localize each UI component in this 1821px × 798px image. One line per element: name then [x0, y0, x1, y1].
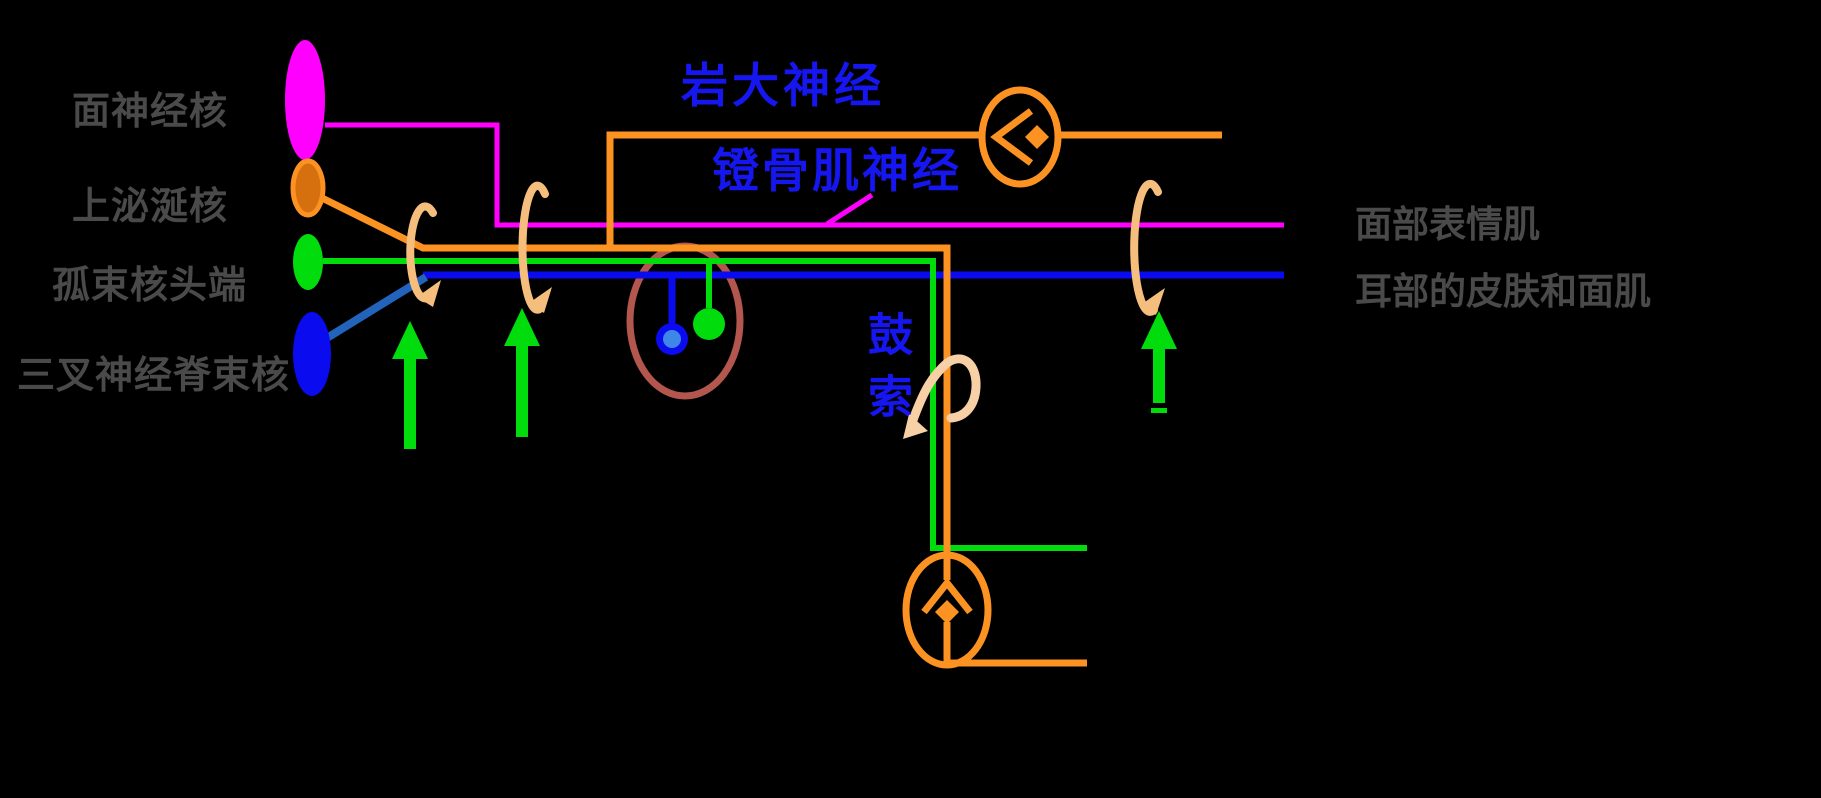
- ganglion-circle-icon: [902, 551, 992, 669]
- submandibular-ganglion-symbol: [902, 551, 992, 669]
- loop-arrow-icon-3: [1130, 179, 1162, 316]
- label-stapedius-nerve: 镫骨肌神经: [712, 144, 962, 199]
- synapse-chevron-icon: [990, 108, 1034, 166]
- synapse-chevron-icon: [921, 577, 973, 615]
- loop-arrowhead-2: [529, 287, 552, 313]
- synapse-diamond-icon: [1025, 125, 1049, 149]
- loop-arrowhead-1: [417, 280, 441, 307]
- loop-arrow-icon-1: [406, 202, 437, 303]
- label-facial-expression-muscles: 面部表情肌: [1355, 203, 1540, 246]
- taste-fiber-line: [323, 258, 1087, 551]
- stapedius-pointer-line: [825, 192, 874, 227]
- loop-arrow-icon-2: [518, 181, 549, 314]
- chorda-loop-arrowhead: [903, 414, 928, 439]
- up-arrow-icon-2: [504, 308, 540, 437]
- label-facial-nucleus: 面神经核: [72, 89, 229, 133]
- loop-arrowhead-3: [1142, 288, 1165, 315]
- greater-petrosal-fiber-line: [606, 131, 981, 248]
- chorda-loop-arrow-icon: [908, 354, 981, 425]
- facial-motor-fiber-line: [325, 122, 1284, 228]
- label-spinal-trigeminal-nucleus: 三叉神经脊束核: [17, 353, 291, 397]
- trigeminal-diagonal-fiber-line: [324, 273, 429, 342]
- ganglion-circle-icon: [978, 86, 1062, 188]
- synapse-diamond-icon: [935, 600, 959, 624]
- label-ear-skin-facial-muscles: 耳部的皮肤和面肌: [1355, 270, 1651, 313]
- solitary-nucleus-shape: [293, 234, 323, 290]
- green-terminal-dot: [693, 308, 725, 340]
- label-greater-petrosal-nerve: 岩大神经: [681, 59, 885, 114]
- blue-terminal-dot-core: [663, 330, 681, 348]
- label-superior-salivatory-nucleus: 上泌涎核: [72, 184, 229, 228]
- parasympathetic-main-fiber-line: [318, 193, 951, 580]
- up-arrow-icon-3: [1141, 311, 1177, 413]
- pterygopalatine-ganglion-symbol: [978, 86, 1062, 188]
- up-arrow-icon-1: [392, 321, 428, 449]
- superior-salivatory-nucleus-shape: [290, 158, 326, 218]
- label-chorda-tympani: 鼓索: [860, 311, 913, 435]
- spinal-trigeminal-nucleus-shape: [293, 312, 331, 396]
- label-solitary-tract-rostral: 孤束核头端: [52, 263, 248, 307]
- facial-nucleus-shape: [285, 40, 325, 160]
